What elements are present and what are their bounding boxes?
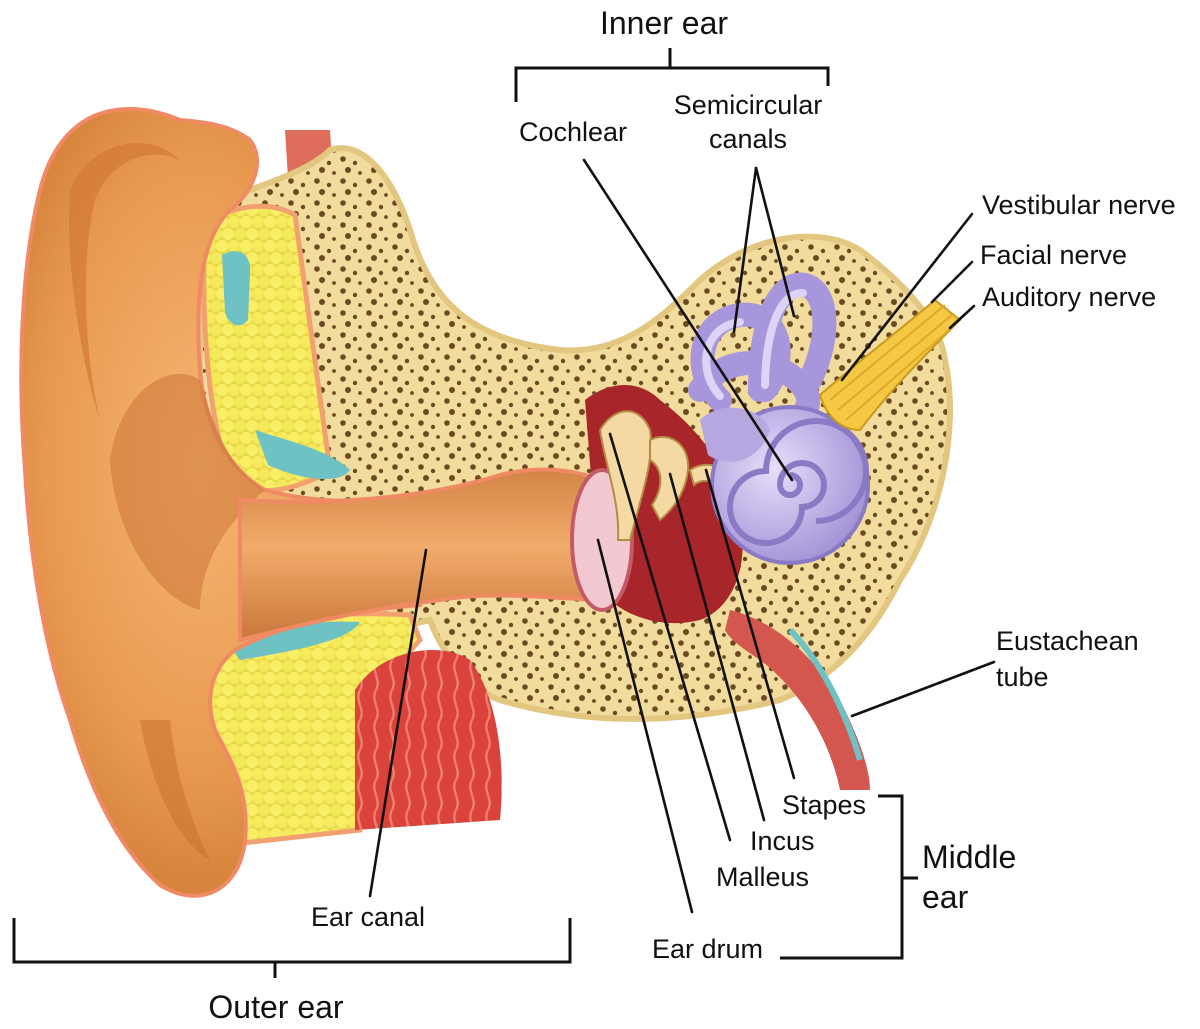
cartilage-mid <box>255 430 350 480</box>
leader-lines <box>368 158 996 914</box>
leader-incus <box>668 472 766 822</box>
leader-semicircular-a <box>732 166 758 334</box>
leader-ear-canal <box>368 548 428 898</box>
earlobe-shadow <box>140 720 210 860</box>
label-inner-ear: Inner ear <box>600 5 728 41</box>
label-malleus: Malleus <box>716 862 809 892</box>
label-middle-line1: Middle <box>922 839 1016 875</box>
label-outer-ear: Outer ear <box>208 989 344 1025</box>
incus-bone <box>649 435 690 522</box>
nerve-bundle <box>818 298 962 432</box>
label-semicircular-line2: canals <box>709 124 787 154</box>
label-vestibular-nerve: Vestibular nerve <box>982 190 1176 220</box>
label-eustachean-line1: Eustachean <box>996 626 1139 656</box>
eustachian-lining <box>787 627 863 761</box>
leader-auditory <box>948 304 976 330</box>
leader-vestibular <box>840 212 974 382</box>
leader-malleus <box>608 432 732 842</box>
label-ear-drum: Ear drum <box>652 934 763 964</box>
label-semicircular-line1: Semicircular <box>674 90 823 120</box>
illustration <box>19 107 962 898</box>
eustachian-tube-shape <box>725 610 870 790</box>
label-middle-line2: ear <box>922 879 969 915</box>
label-eustachean-line2: tube <box>996 662 1049 692</box>
label-incus: Incus <box>750 826 815 856</box>
outer-ear-bracket <box>12 918 572 978</box>
label-cochlear: Cochlear <box>519 117 627 147</box>
label-stapes: Stapes <box>782 790 866 820</box>
label-auditory-nerve: Auditory nerve <box>982 282 1156 312</box>
leader-cochlear <box>582 158 794 482</box>
label-facial-nerve: Facial nerve <box>980 240 1127 270</box>
nerve-strands <box>829 304 959 421</box>
inner-ear-bracket <box>514 48 830 102</box>
concha <box>110 373 265 610</box>
middle-ear-bracket <box>780 794 918 960</box>
leader-stapes <box>704 468 796 780</box>
labels: Inner ear Cochlear Semicircular canals V… <box>208 5 1175 1025</box>
lower-muscle <box>355 650 502 830</box>
leader-semicircular-b <box>754 166 796 318</box>
leader-facial <box>930 260 974 304</box>
leader-ear-drum <box>596 538 694 914</box>
cartilage-upper <box>222 251 251 326</box>
leader-eustachean <box>850 660 996 718</box>
label-ear-canal: Ear canal <box>311 902 425 932</box>
cochlea-spiral <box>727 418 869 546</box>
